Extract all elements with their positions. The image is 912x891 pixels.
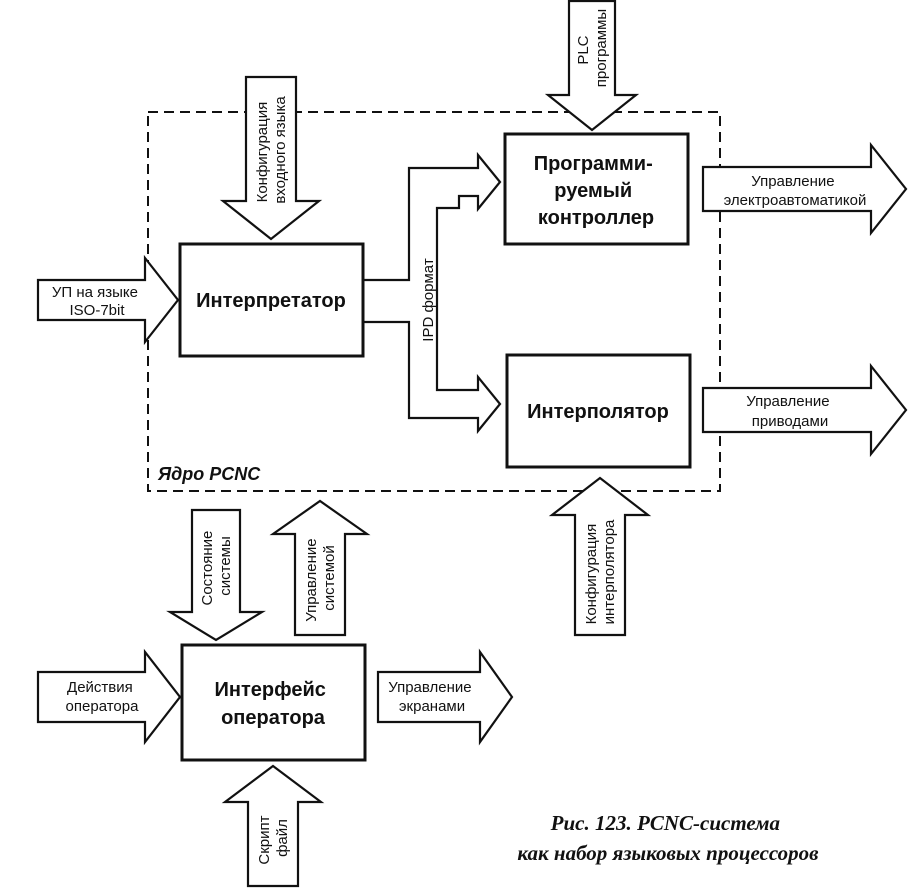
drives-control-label: Управление приводами — [746, 393, 834, 430]
figure-caption: Рис. 123. PCNC-система как набор языковы… — [517, 811, 819, 865]
plc-programs-arrow — [544, 0, 640, 132]
core-label: Ядро PCNC — [157, 464, 261, 484]
lang-config-label: Конфигурация входного языка — [254, 96, 289, 204]
operator-interface-block — [180, 643, 367, 762]
screen-control-arrow — [376, 648, 514, 746]
drives-control-arrow — [701, 362, 908, 458]
system-state-arrow — [166, 508, 266, 642]
interpreter-block — [178, 242, 365, 358]
screen-control-label: Управление экранами — [388, 679, 476, 715]
plc-programs-label: PLC программы — [575, 9, 610, 87]
operator-actions-arrow — [36, 648, 182, 746]
operator-interface-label: Интерфейс оператора — [215, 679, 332, 729]
interpolator-label: Интерполятор — [527, 401, 669, 423]
up-input-label: УП на языке ISO-7bit — [52, 284, 142, 319]
script-file-arrow — [221, 764, 325, 888]
system-control-arrow — [269, 499, 371, 637]
interp-config-label: Конфигурация интерполятора — [583, 519, 618, 624]
operator-actions-label: Действия оператора — [66, 679, 140, 715]
system-state-label: Состояние системы — [199, 526, 234, 605]
interp-config-arrow — [548, 476, 652, 637]
plc-label: Программи- руемый контроллер — [534, 153, 659, 229]
interpolator-block — [505, 353, 692, 469]
script-file-label: Скрипт файл — [256, 811, 291, 864]
electro-control-arrow — [701, 141, 908, 237]
up-input-arrow — [36, 254, 180, 346]
lang-config-arrow — [219, 75, 323, 241]
system-control-label: Управление системой — [303, 534, 338, 622]
plc-block — [503, 132, 690, 246]
interpreter-label: Интерпретатор — [196, 290, 346, 312]
electro-control-label: Управление электроавтоматикой — [724, 173, 867, 209]
ipd-format-label: IPD формат — [420, 258, 437, 342]
ipd-format-arrow — [361, 151, 502, 435]
